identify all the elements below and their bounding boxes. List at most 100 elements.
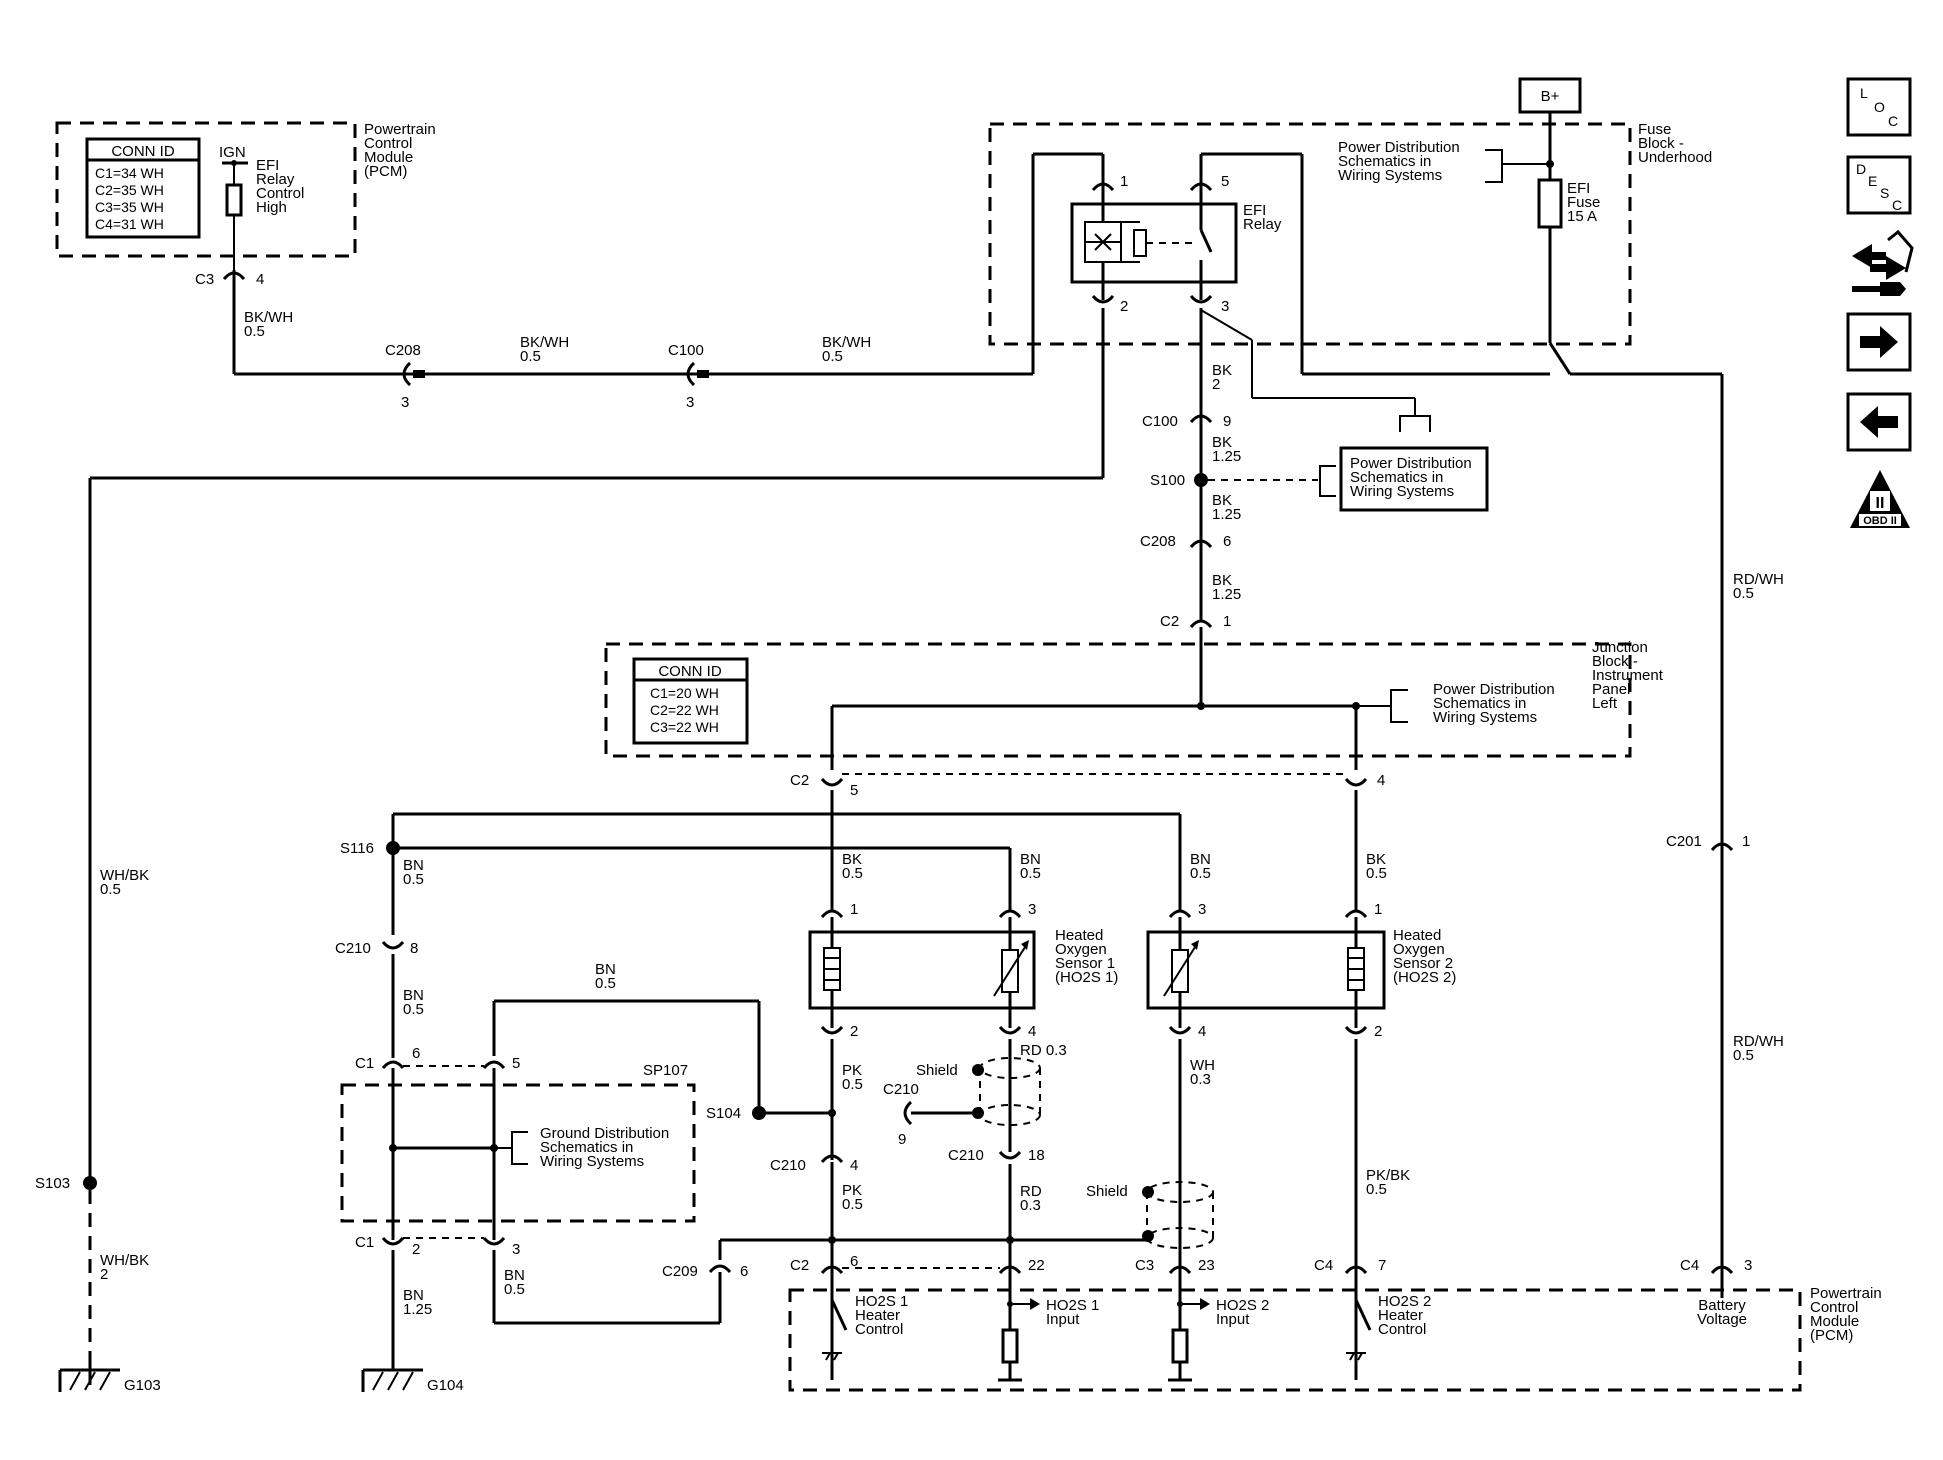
svg-text:D: D <box>1856 161 1866 177</box>
s100-splice <box>1194 473 1208 487</box>
svg-text:C3=22 WH: C3=22 WH <box>650 719 719 735</box>
svg-text:8: 8 <box>410 940 418 957</box>
svg-text:4: 4 <box>1028 1023 1036 1040</box>
svg-text:6: 6 <box>412 1045 420 1062</box>
bplus-box <box>1518 77 1582 114</box>
svg-text:C208: C208 <box>1140 533 1176 550</box>
desc-button[interactable]: D E S C <box>1846 155 1912 215</box>
pcm-conn-row-2: C2=35 WH <box>95 182 164 198</box>
diagnostic-wrench-icon[interactable] <box>1852 229 1914 296</box>
svg-text:E: E <box>1868 173 1877 189</box>
svg-text:22: 22 <box>1028 1257 1045 1274</box>
svg-text:C210: C210 <box>948 1147 984 1164</box>
loc-button[interactable]: L O C <box>1846 77 1912 137</box>
pcm-conn-row-1: C1=34 WH <box>95 165 164 181</box>
junction-conn-id-table <box>632 657 749 745</box>
svg-text:5: 5 <box>1221 173 1229 190</box>
svg-text:C210: C210 <box>883 1081 919 1098</box>
svg-text:2: 2 <box>412 1241 420 1258</box>
svg-text:C: C <box>1888 113 1898 129</box>
svg-text:7: 7 <box>1378 1257 1386 1274</box>
svg-text:6: 6 <box>740 1263 748 1280</box>
back-button[interactable] <box>1846 392 1912 452</box>
arrow-left-icon <box>1860 406 1898 438</box>
svg-text:C1: C1 <box>355 1234 374 1251</box>
bplus-label: B+ <box>1541 88 1560 105</box>
obd2-icon[interactable]: II OBD II <box>1850 470 1910 528</box>
svg-text:S103: S103 <box>35 1175 70 1192</box>
c100-connector <box>686 361 696 387</box>
svg-text:9: 9 <box>1223 413 1231 430</box>
svg-text:4: 4 <box>256 271 264 288</box>
svg-text:1: 1 <box>1223 613 1231 630</box>
s103-splice <box>83 1176 97 1190</box>
svg-text:O: O <box>1874 99 1885 115</box>
svg-text:4: 4 <box>1198 1023 1206 1040</box>
c210-inline-connector <box>903 1100 913 1126</box>
g103-ground-icon <box>58 1365 120 1392</box>
svg-text:C100: C100 <box>1142 413 1178 430</box>
svg-text:23: 23 <box>1198 1257 1215 1274</box>
arrow-right-icon <box>1860 326 1898 358</box>
svg-text:OBD II: OBD II <box>1863 515 1897 527</box>
svg-text:C201: C201 <box>1666 833 1702 850</box>
svg-text:9: 9 <box>898 1131 906 1148</box>
svg-text:1: 1 <box>1120 173 1128 190</box>
svg-text:3: 3 <box>1221 298 1229 315</box>
svg-text:C1=20 WH: C1=20 WH <box>650 685 719 701</box>
pcm-conn-row-3: C3=35 WH <box>95 199 164 215</box>
svg-text:3: 3 <box>686 394 694 411</box>
svg-text:G103: G103 <box>124 1377 161 1394</box>
svg-text:II: II <box>1876 495 1885 512</box>
svg-text:C209: C209 <box>662 1263 698 1280</box>
svg-text:3: 3 <box>1198 901 1206 918</box>
svg-text:C3: C3 <box>1135 1257 1154 1274</box>
svg-text:C210: C210 <box>770 1157 806 1174</box>
next-button[interactable] <box>1846 312 1912 372</box>
svg-text:C4: C4 <box>1680 1257 1699 1274</box>
svg-text:3: 3 <box>1028 901 1036 918</box>
svg-text:S100: S100 <box>1150 472 1185 489</box>
svg-text:C2=22 WH: C2=22 WH <box>650 702 719 718</box>
svg-text:Shield: Shield <box>916 1062 958 1079</box>
ign-label: IGN <box>219 144 246 161</box>
svg-text:1: 1 <box>850 901 858 918</box>
pcm-conn-id-title: CONN ID <box>111 143 175 160</box>
wire-rd03-a: RD 0.3 <box>1020 1042 1067 1059</box>
svg-text:6: 6 <box>1223 533 1231 550</box>
svg-text:S116: S116 <box>340 840 374 857</box>
svg-text:4: 4 <box>1377 772 1385 789</box>
